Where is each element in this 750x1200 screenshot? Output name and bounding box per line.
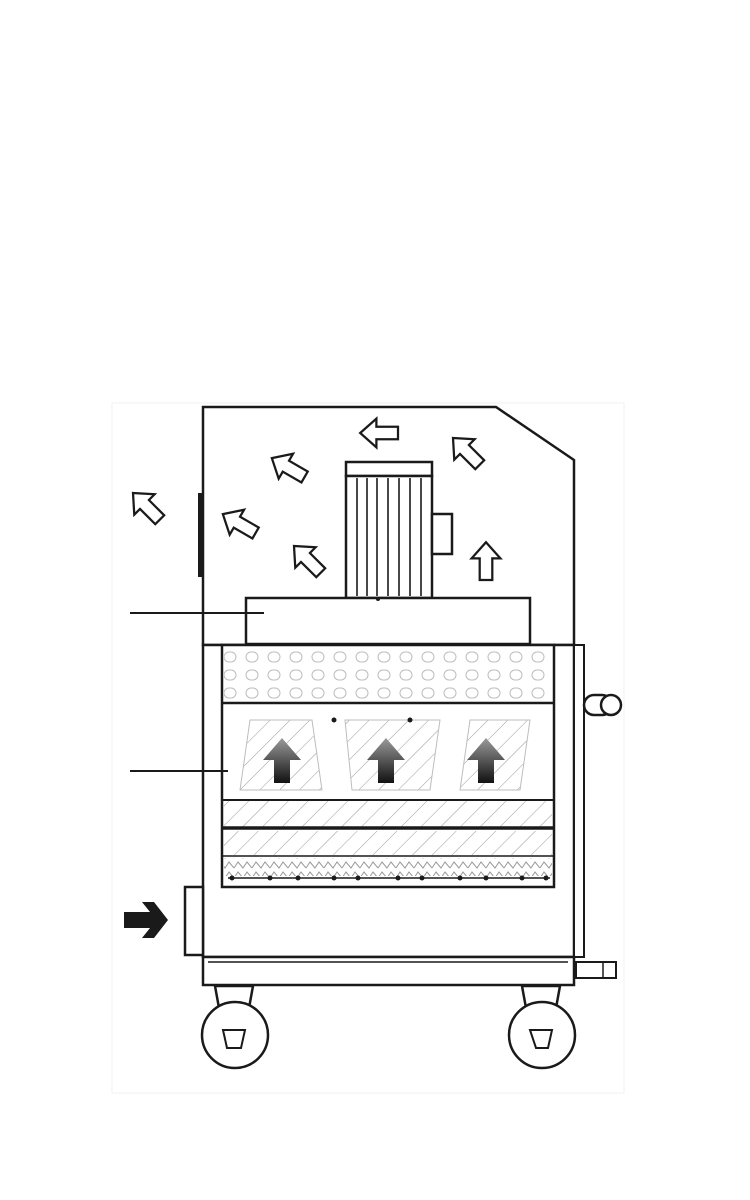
motor-base-plate <box>244 596 532 646</box>
inlet-arrow <box>124 902 168 938</box>
background-frame <box>111 402 625 1094</box>
lower-filter-layer-1 <box>224 801 552 827</box>
lower-filter-layer-3 <box>224 858 552 876</box>
right-side-rail <box>573 644 585 958</box>
terminal-box <box>430 512 454 556</box>
prefilter-layer <box>224 647 552 702</box>
exhaust-arrow-4 <box>121 481 172 532</box>
base-skid <box>201 955 576 987</box>
filter-flow-arrows <box>263 738 505 783</box>
drain-outlet <box>575 961 617 979</box>
bead-rail <box>228 875 550 881</box>
filter-flow-arrow-1 <box>263 738 301 783</box>
lower-filter-layer-2 <box>224 831 552 855</box>
front-caster-wheel <box>200 984 270 1070</box>
inlet-duct <box>183 885 205 957</box>
side-panel-strip <box>198 493 204 577</box>
base-bolt <box>376 597 380 601</box>
filter-flow-arrow-3 <box>467 738 505 783</box>
rear-caster-wheel <box>507 984 577 1070</box>
side-handle <box>582 693 623 717</box>
filter-flow-arrow-2 <box>367 738 405 783</box>
